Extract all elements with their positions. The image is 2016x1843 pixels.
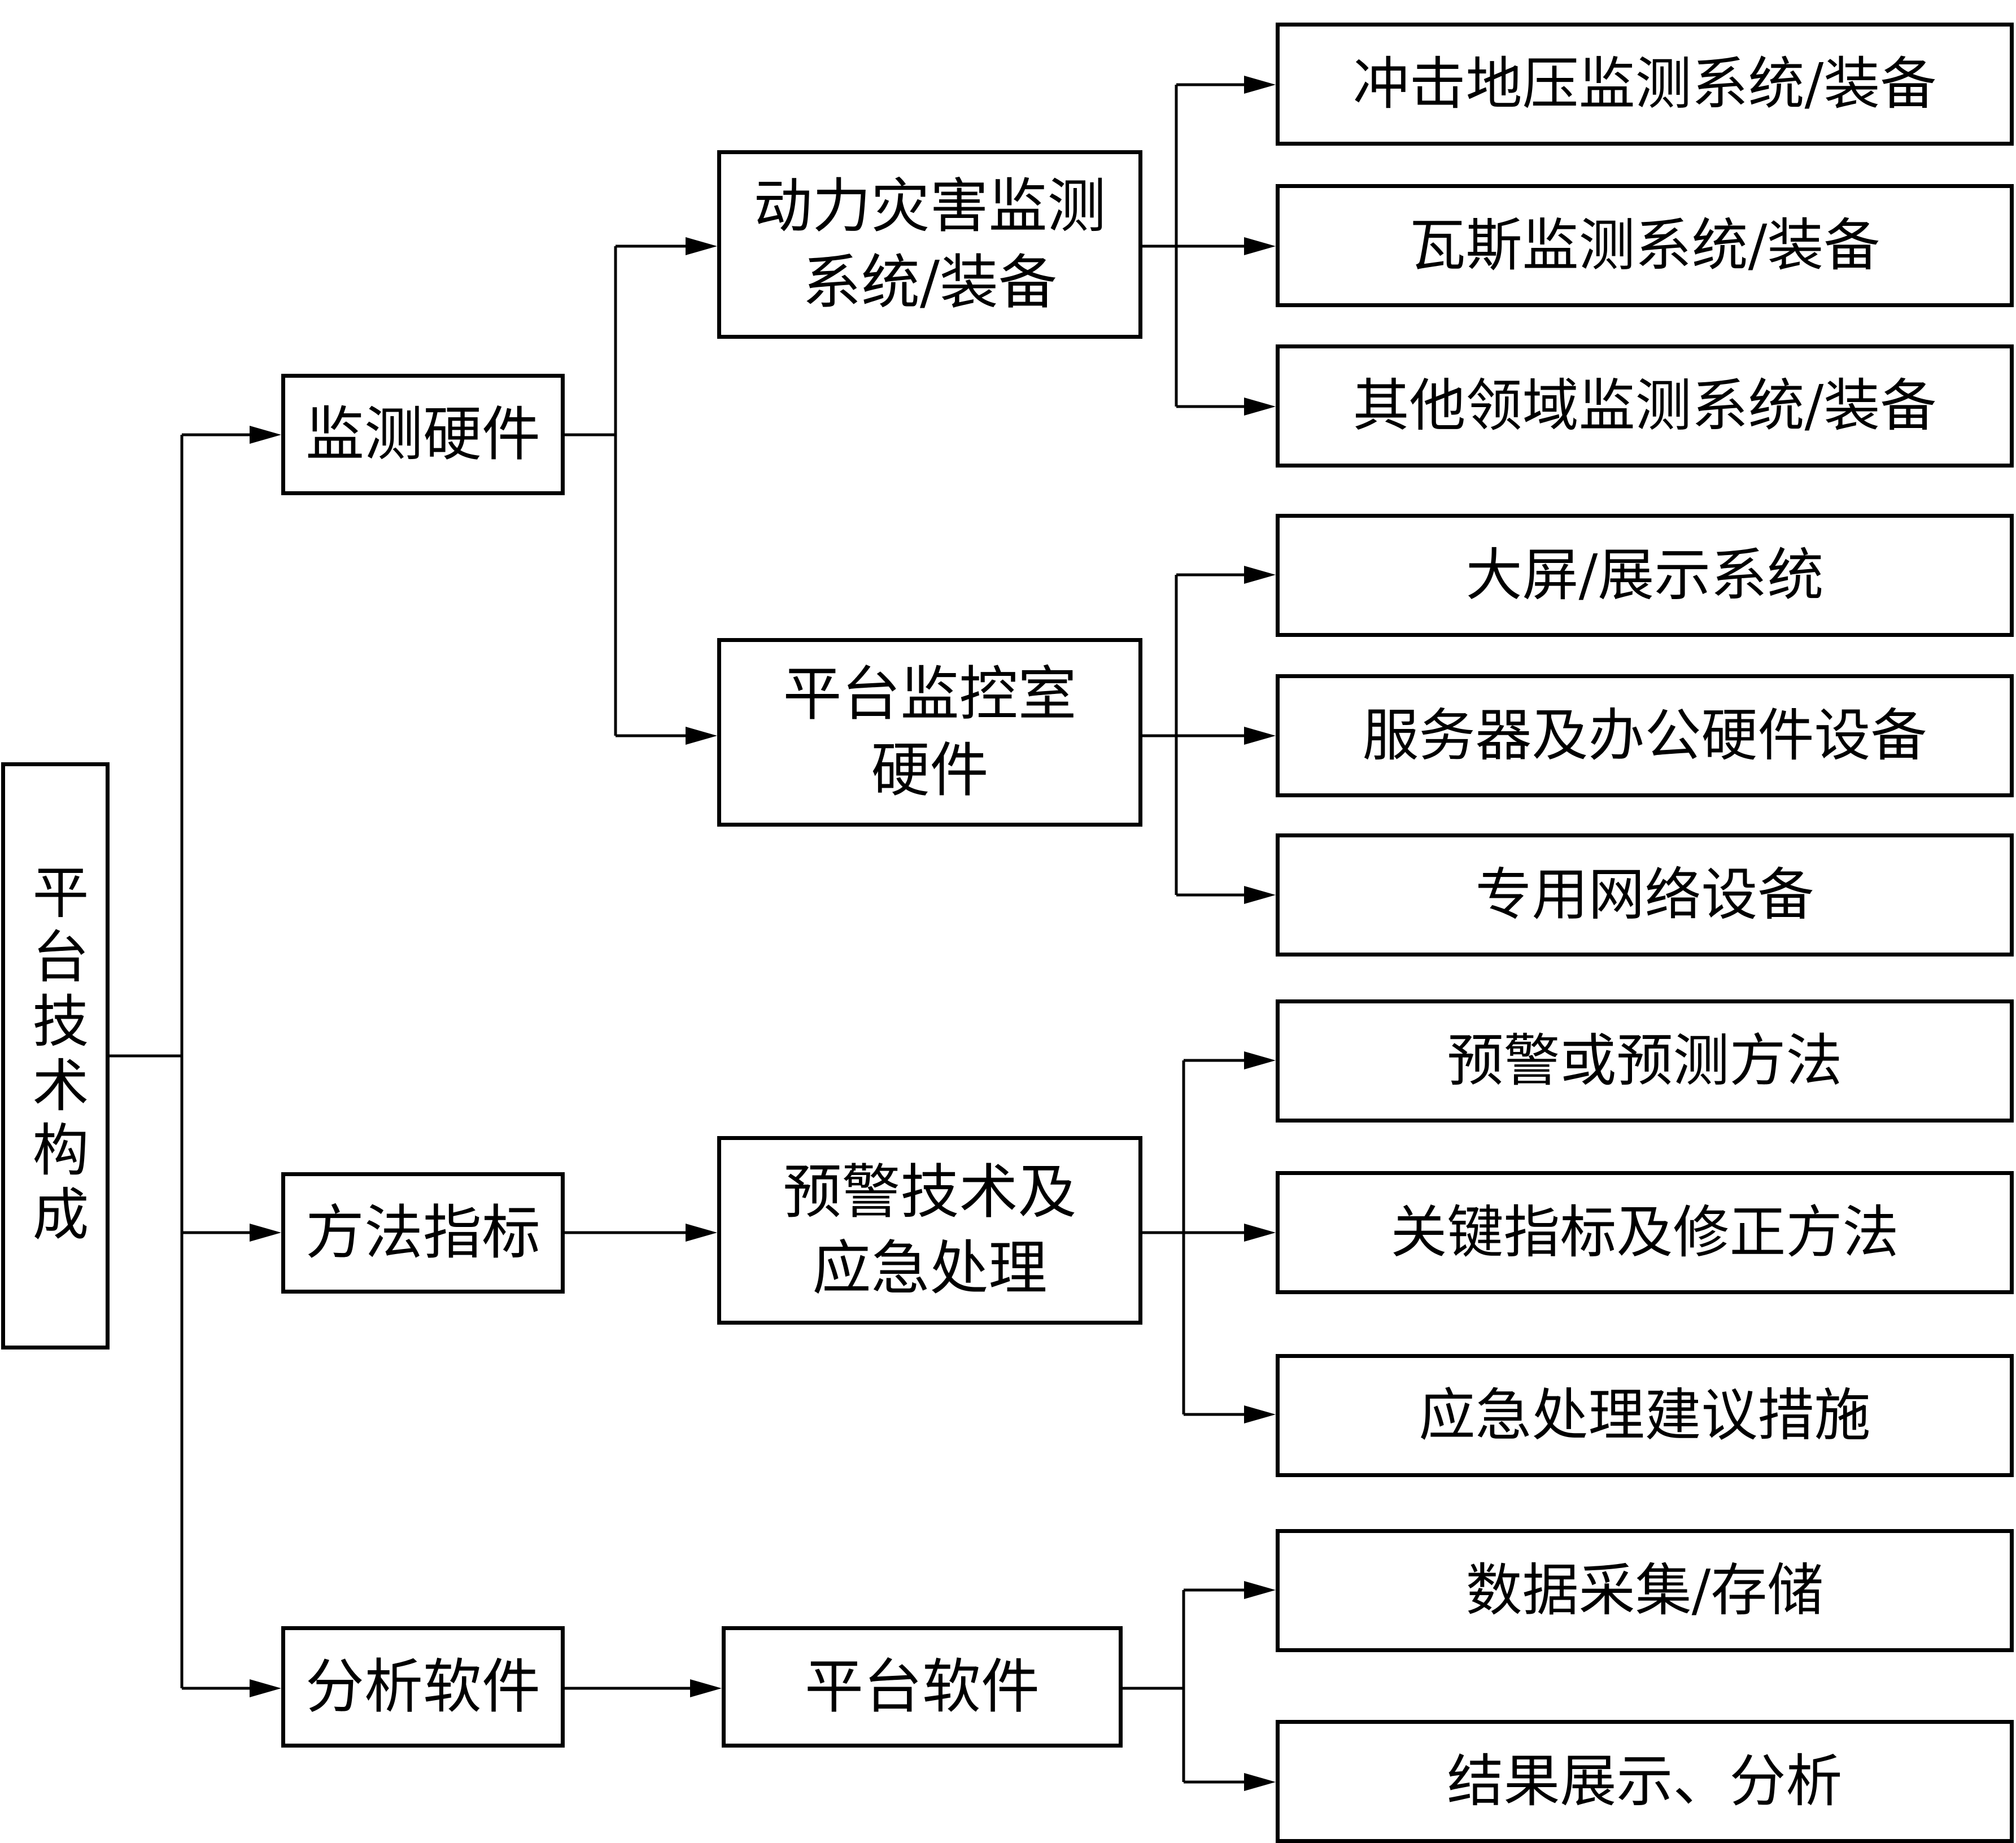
arrowhead <box>250 1224 281 1242</box>
item-node-key-indicators: 关键指标及修正方法 <box>1276 1171 2014 1294</box>
item-label: 专用网络设备 <box>1475 862 1814 928</box>
group-label: 平台监控室 硬件 <box>783 659 1077 805</box>
arrowhead <box>1244 398 1276 416</box>
item-label: 结果展示、分析 <box>1447 1748 1843 1814</box>
item-node-other-monitoring: 其他领域监测系统/装备 <box>1276 344 2014 468</box>
category-label: 分析软件 <box>305 1652 540 1721</box>
arrowhead <box>1244 1581 1276 1599</box>
category-label: 方法指标 <box>305 1198 540 1267</box>
item-node-gas-monitoring: 瓦斯监测系统/装备 <box>1276 184 2014 307</box>
arrowhead <box>686 727 717 745</box>
item-node-result-display: 结果展示、分析 <box>1276 1720 2014 1843</box>
group-node-control-room-hardware: 平台监控室 硬件 <box>717 638 1142 827</box>
item-node-servers-office: 服务器及办公硬件设备 <box>1276 674 2014 797</box>
root-node-label: 平台技术构成 <box>23 863 89 1249</box>
arrowhead <box>686 1224 717 1242</box>
group-label: 预警技术及 应急处理 <box>783 1157 1077 1303</box>
item-node-rockburst-monitoring: 冲击地压监测系统/装备 <box>1276 23 2014 146</box>
group-label: 动力灾害监测 系统/装备 <box>753 171 1106 317</box>
item-label: 预警或预测方法 <box>1447 1028 1843 1094</box>
root-node: 平台技术构成 <box>1 762 110 1350</box>
arrowhead <box>1244 886 1276 904</box>
group-node-platform-software: 平台软件 <box>722 1626 1123 1748</box>
arrowhead <box>250 1679 281 1697</box>
group-label: 平台软件 <box>804 1652 1040 1721</box>
item-label: 瓦斯监测系统/装备 <box>1409 212 1880 278</box>
category-node-analysis-software: 分析软件 <box>281 1626 565 1748</box>
arrowhead <box>1244 1051 1276 1069</box>
item-label: 数据采集/存储 <box>1465 1557 1824 1623</box>
arrowhead <box>1244 566 1276 584</box>
item-label: 服务器及办公硬件设备 <box>1362 702 1927 768</box>
arrowhead <box>1244 1224 1276 1242</box>
item-label: 冲击地压监测系统/装备 <box>1352 51 1937 117</box>
arrowhead <box>1244 76 1276 94</box>
category-label: 监测硬件 <box>305 399 540 469</box>
item-node-data-collection: 数据采集/存储 <box>1276 1529 2014 1652</box>
item-label: 大屏/展示系统 <box>1465 542 1824 608</box>
item-label: 应急处理建议措施 <box>1419 1382 1871 1448</box>
arrowhead <box>1244 1405 1276 1423</box>
category-node-monitoring-hardware: 监测硬件 <box>281 374 565 495</box>
item-node-network-equipment: 专用网络设备 <box>1276 833 2014 957</box>
arrowhead <box>686 237 717 255</box>
item-node-warning-methods: 预警或预测方法 <box>1276 999 2014 1123</box>
arrowhead <box>1244 237 1276 255</box>
group-node-warning-emergency: 预警技术及 应急处理 <box>717 1136 1142 1325</box>
arrowhead <box>1244 1773 1276 1791</box>
item-node-emergency-measures: 应急处理建议措施 <box>1276 1354 2014 1477</box>
category-node-methods-indicators: 方法指标 <box>281 1172 565 1294</box>
arrowhead <box>1244 727 1276 745</box>
item-label: 关键指标及修正方法 <box>1390 1199 1899 1265</box>
item-node-display-system: 大屏/展示系统 <box>1276 514 2014 637</box>
group-node-hazard-monitoring: 动力灾害监测 系统/装备 <box>717 150 1142 339</box>
item-label: 其他领域监测系统/装备 <box>1352 373 1937 439</box>
arrowhead <box>690 1679 722 1697</box>
arrowhead <box>250 426 281 444</box>
